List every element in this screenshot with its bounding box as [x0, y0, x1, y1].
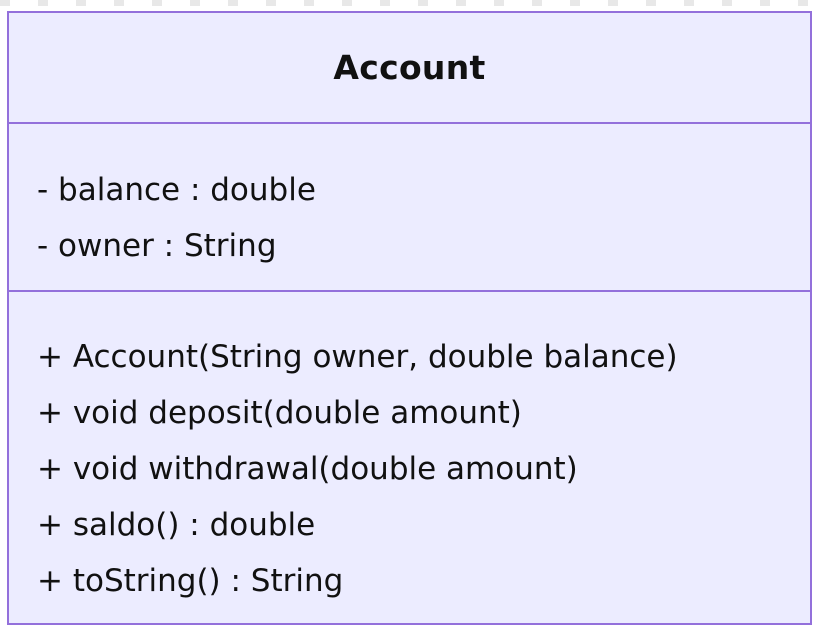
method-deposit: + void deposit(double amount)	[37, 395, 522, 431]
class-name: Account	[333, 48, 486, 87]
class-header: Account	[9, 13, 810, 124]
method-saldo: + saldo() : double	[37, 507, 316, 543]
uml-class-box: Account - balance : double - owner : Str…	[7, 11, 812, 625]
attribute-balance: - balance : double	[37, 172, 316, 208]
background-grid-edge	[0, 0, 822, 6]
attribute-owner: - owner : String	[37, 228, 277, 264]
method-constructor: + Account(String owner, double balance)	[37, 339, 678, 375]
method-tostring: + toString() : String	[37, 563, 344, 599]
method-withdrawal: + void withdrawal(double amount)	[37, 451, 578, 487]
attributes-compartment: - balance : double - owner : String	[9, 124, 810, 292]
methods-compartment: + Account(String owner, double balance) …	[9, 292, 810, 609]
